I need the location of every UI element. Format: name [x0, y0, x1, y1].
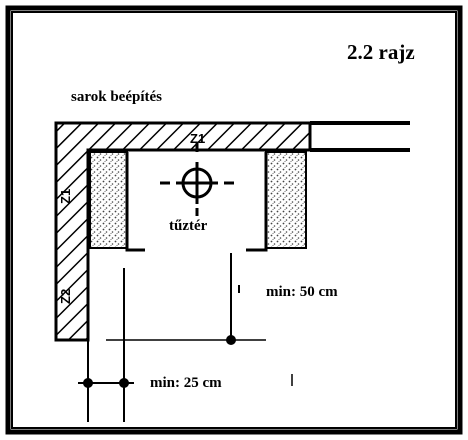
side-clearance-label: min: 25 cm	[150, 375, 222, 391]
outer-frame	[5, 5, 463, 435]
inner-frame	[11, 11, 457, 429]
front-clearance-dimension	[106, 253, 266, 345]
insulation-left	[89, 151, 128, 249]
wall-label-side: Z1	[58, 189, 73, 204]
firebox-label: tűztér	[169, 218, 208, 234]
side-clearance-dimension	[78, 268, 293, 422]
figure-title: 2.2 rajz	[347, 40, 415, 64]
firebox-right-wall	[246, 152, 268, 252]
chimney-symbol	[160, 143, 234, 216]
wall-label-top: Z1	[190, 131, 205, 146]
insulation-right	[265, 151, 307, 249]
firebox-left-wall	[125, 152, 145, 252]
figure-subtitle: sarok beépítés	[71, 89, 162, 105]
front-clearance-label: min: 50 cm	[266, 284, 338, 300]
wall-label-lower: Z2	[58, 289, 73, 304]
